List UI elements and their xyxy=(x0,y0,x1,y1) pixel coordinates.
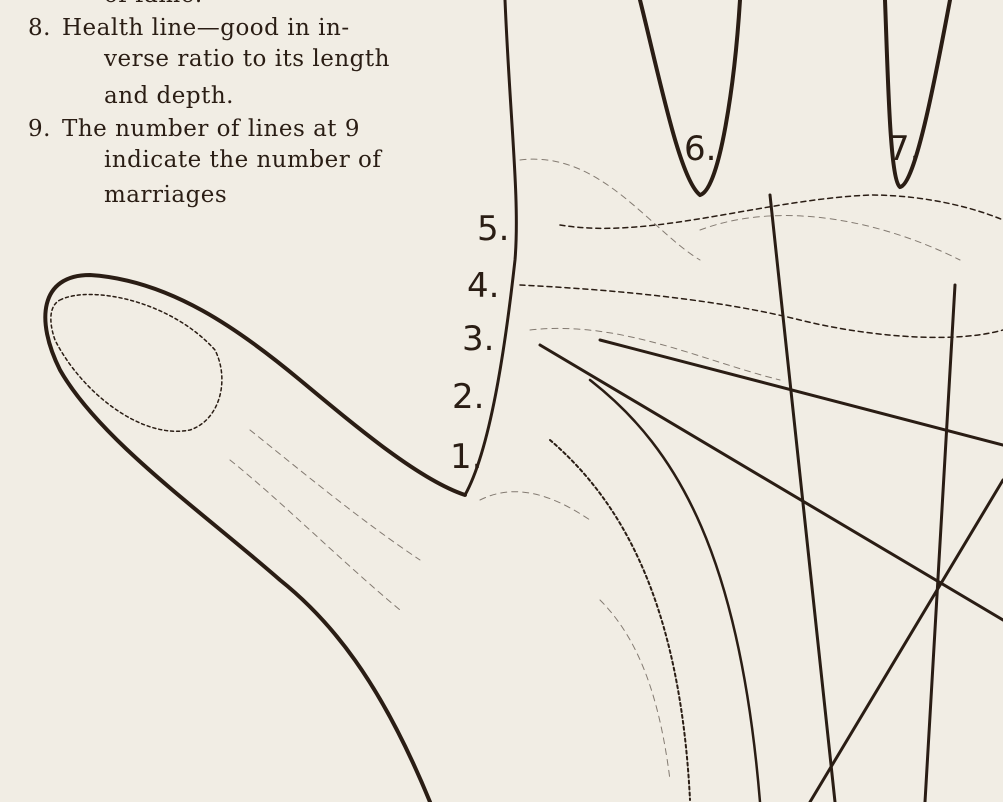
hatching xyxy=(229,158,961,781)
head-line xyxy=(519,284,1003,339)
life-line-inner xyxy=(588,378,762,802)
note-9-number: 9. xyxy=(28,116,51,142)
heart-line xyxy=(559,194,1003,230)
label-6: 6. xyxy=(684,129,716,169)
note-8-line-1: Health line—good in in- xyxy=(62,15,350,41)
label-5: 5. xyxy=(477,209,509,249)
label-1: 1. xyxy=(450,437,482,477)
note-9-line-2: indicate the number of xyxy=(104,147,382,173)
label-4: 4. xyxy=(467,266,499,306)
note-8-line-2: verse ratio to its length xyxy=(104,46,390,72)
diagonal-line-1 xyxy=(538,343,1003,622)
label-3: 3. xyxy=(462,319,494,359)
health-line xyxy=(923,283,957,802)
note-9-line-1: The number of lines at 9 xyxy=(62,116,360,142)
note-8-number: 8. xyxy=(28,15,51,41)
fate-line xyxy=(768,193,837,802)
clipped-text: of fame. xyxy=(104,0,203,11)
life-line xyxy=(549,439,691,801)
finger-gap-7 xyxy=(883,0,952,190)
diagonal-line-3 xyxy=(808,478,1003,802)
diagonal-line-2 xyxy=(598,338,1003,447)
thumb-outline xyxy=(43,272,467,802)
note-9-line-3: marriages xyxy=(104,182,228,208)
label-7: 7. xyxy=(888,129,920,169)
finger-gap-6 xyxy=(638,0,742,198)
thumb-nail xyxy=(50,293,223,432)
note-8-line-3: and depth. xyxy=(104,83,234,109)
label-2: 2. xyxy=(452,377,484,417)
index-finger-edge xyxy=(463,0,518,497)
